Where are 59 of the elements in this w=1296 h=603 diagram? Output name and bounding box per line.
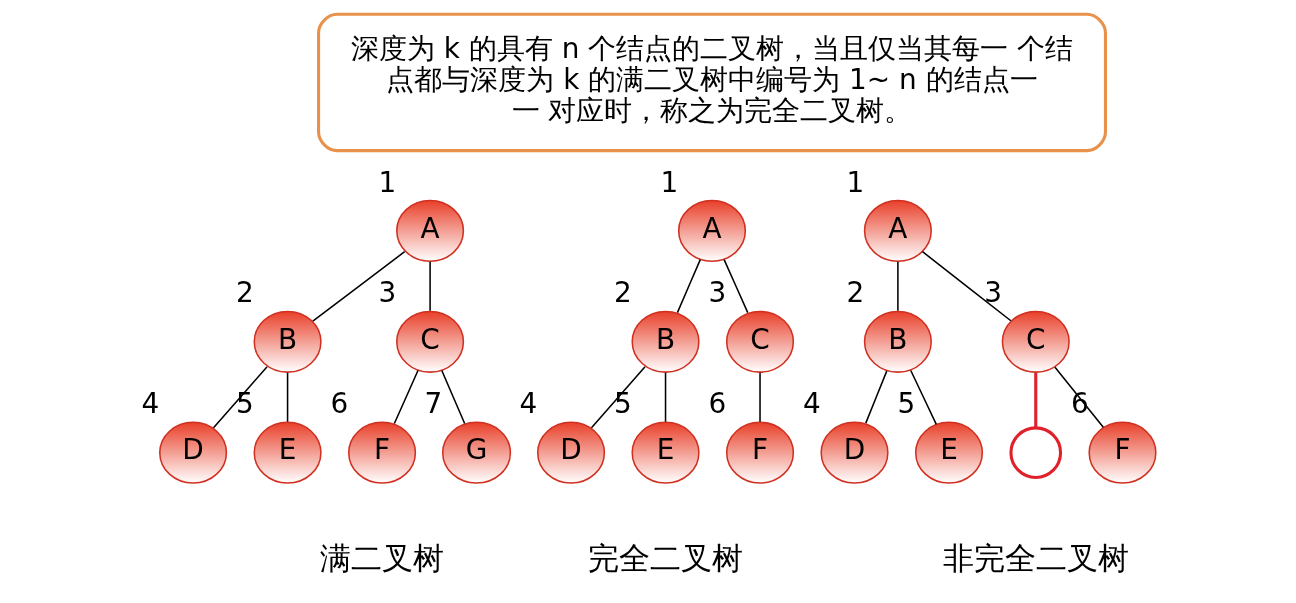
connector — [1033, 372, 1037, 428]
node-label: 4 — [519, 387, 537, 421]
node-circle: D — [158, 421, 227, 484]
node-circle: E — [253, 421, 322, 484]
connector — [286, 372, 288, 423]
connector — [758, 372, 761, 423]
node-circle: E — [914, 421, 983, 484]
node-label: 3 — [983, 276, 1002, 310]
connector — [428, 261, 431, 312]
connector — [921, 250, 1012, 322]
node-label: 7 — [423, 387, 442, 421]
node-label: 2 — [845, 276, 864, 310]
node-circle — [1008, 426, 1062, 479]
node-ellipse: G — [441, 421, 511, 484]
node-circle: C — [1001, 310, 1070, 373]
node-circle: E — [630, 421, 700, 484]
node-label: 4 — [802, 387, 821, 421]
node-circle: A — [395, 199, 464, 262]
connector — [393, 369, 419, 425]
node-circle: F — [725, 421, 794, 484]
node-label: 6 — [708, 387, 726, 421]
connector — [676, 258, 701, 314]
node-label: 1 — [660, 165, 678, 199]
node-label: 6 — [330, 387, 348, 421]
node-label: 2 — [235, 276, 254, 310]
node-circle: A — [863, 199, 932, 262]
connector — [1053, 366, 1104, 429]
node-label: 5 — [613, 387, 632, 421]
connector — [722, 258, 749, 314]
label: 完全二叉树 — [587, 539, 743, 576]
connector — [440, 369, 465, 425]
node-label: 4 — [141, 387, 159, 421]
node-label: 3 — [708, 276, 726, 310]
label: 满二叉树 — [319, 539, 444, 576]
node-circle: B — [630, 310, 700, 373]
node-label: 5 — [897, 387, 915, 421]
connector — [590, 365, 646, 429]
node-label: 3 — [378, 276, 396, 310]
connector — [212, 365, 268, 429]
connector — [896, 261, 899, 312]
connector — [864, 370, 887, 424]
node-box: 深度为 k 的具有 n 个结点的二叉树，当且仅当其每一 个结点都与深度为 k 的满二叉树中编号为 1~ n 的结点一一 对应时，称之为完全二叉树。 — [316, 12, 1107, 153]
node-circle: B — [253, 310, 322, 373]
node-circle: B — [863, 310, 932, 373]
node-circle: C — [395, 310, 464, 373]
node-circle: C — [725, 310, 794, 373]
connector — [311, 250, 405, 322]
node-circle: D — [819, 421, 889, 484]
node-label: 1 — [845, 165, 864, 199]
label: 非完全二叉树 — [942, 539, 1129, 576]
connector — [664, 372, 666, 423]
node-label: 1 — [378, 165, 396, 199]
node-label: 2 — [613, 276, 632, 310]
node-label: 5 — [235, 387, 254, 421]
node-circle: F — [347, 421, 416, 484]
node-circle: D — [536, 421, 605, 484]
connector — [909, 369, 937, 426]
node-circle: F — [1087, 421, 1157, 484]
node-circle: A — [677, 199, 746, 262]
